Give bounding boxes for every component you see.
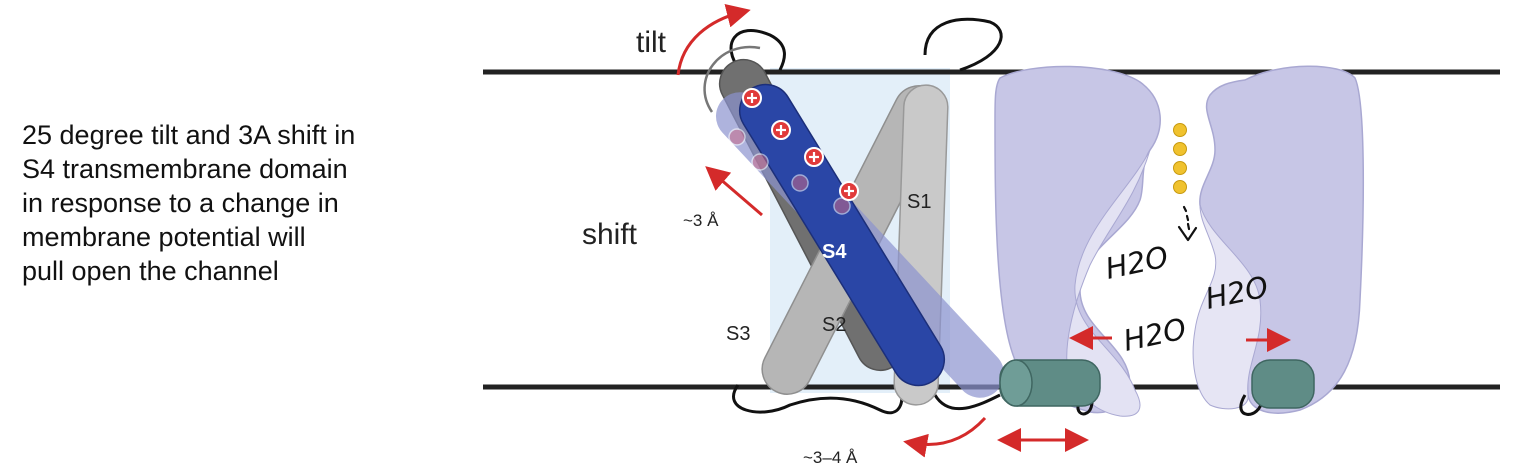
- label-shift-amount: ~3 Å: [683, 211, 719, 230]
- loop-bottom-left: [732, 384, 904, 414]
- label-s3: S3: [726, 323, 750, 345]
- loop-top-right: [923, 17, 1003, 72]
- ion-dot-4: [1173, 180, 1187, 194]
- label-shift: shift: [582, 218, 638, 251]
- handwritten-h2o-2: H2O: [1120, 311, 1189, 357]
- linker-cylinder-left: [999, 359, 1101, 407]
- caption-line-5: pull open the channel: [22, 256, 279, 286]
- caption-line-2: S4 transmembrane domain: [22, 154, 348, 184]
- label-s4: S4: [822, 241, 847, 263]
- handwritten-h2o-1: H2O: [1102, 239, 1171, 285]
- caption-line-3: in response to a change in: [22, 188, 339, 218]
- label-tilt: tilt: [636, 26, 667, 59]
- s4-charges: [742, 88, 859, 201]
- ion-dot-1: [1173, 123, 1187, 137]
- loop-bottom-right: [933, 393, 1001, 411]
- ghost-charges: [728, 128, 851, 215]
- tilt-arrow: [676, 4, 751, 76]
- loop-tilt-gray: [703, 45, 761, 113]
- label-bottom-amount: ~3–4 Å: [803, 448, 858, 467]
- label-s1: S1: [907, 191, 931, 213]
- shift-arrow: [705, 166, 763, 217]
- pore-domain-right-inner: [1192, 204, 1262, 410]
- bottom-tilt-arrow: [903, 416, 987, 458]
- caption-line-4: membrane potential will: [22, 222, 306, 252]
- handwritten-dotted-arrow: [1177, 205, 1198, 242]
- label-s2: S2: [822, 314, 846, 336]
- caption-text: 25 degree tilt and 3A shift in S4 transm…: [22, 118, 472, 288]
- caption-line-1: 25 degree tilt and 3A shift in: [22, 120, 356, 150]
- linker-cylinder-right: [1251, 359, 1315, 409]
- ion-dot-2: [1173, 142, 1187, 156]
- ion-dot-3: [1173, 161, 1187, 175]
